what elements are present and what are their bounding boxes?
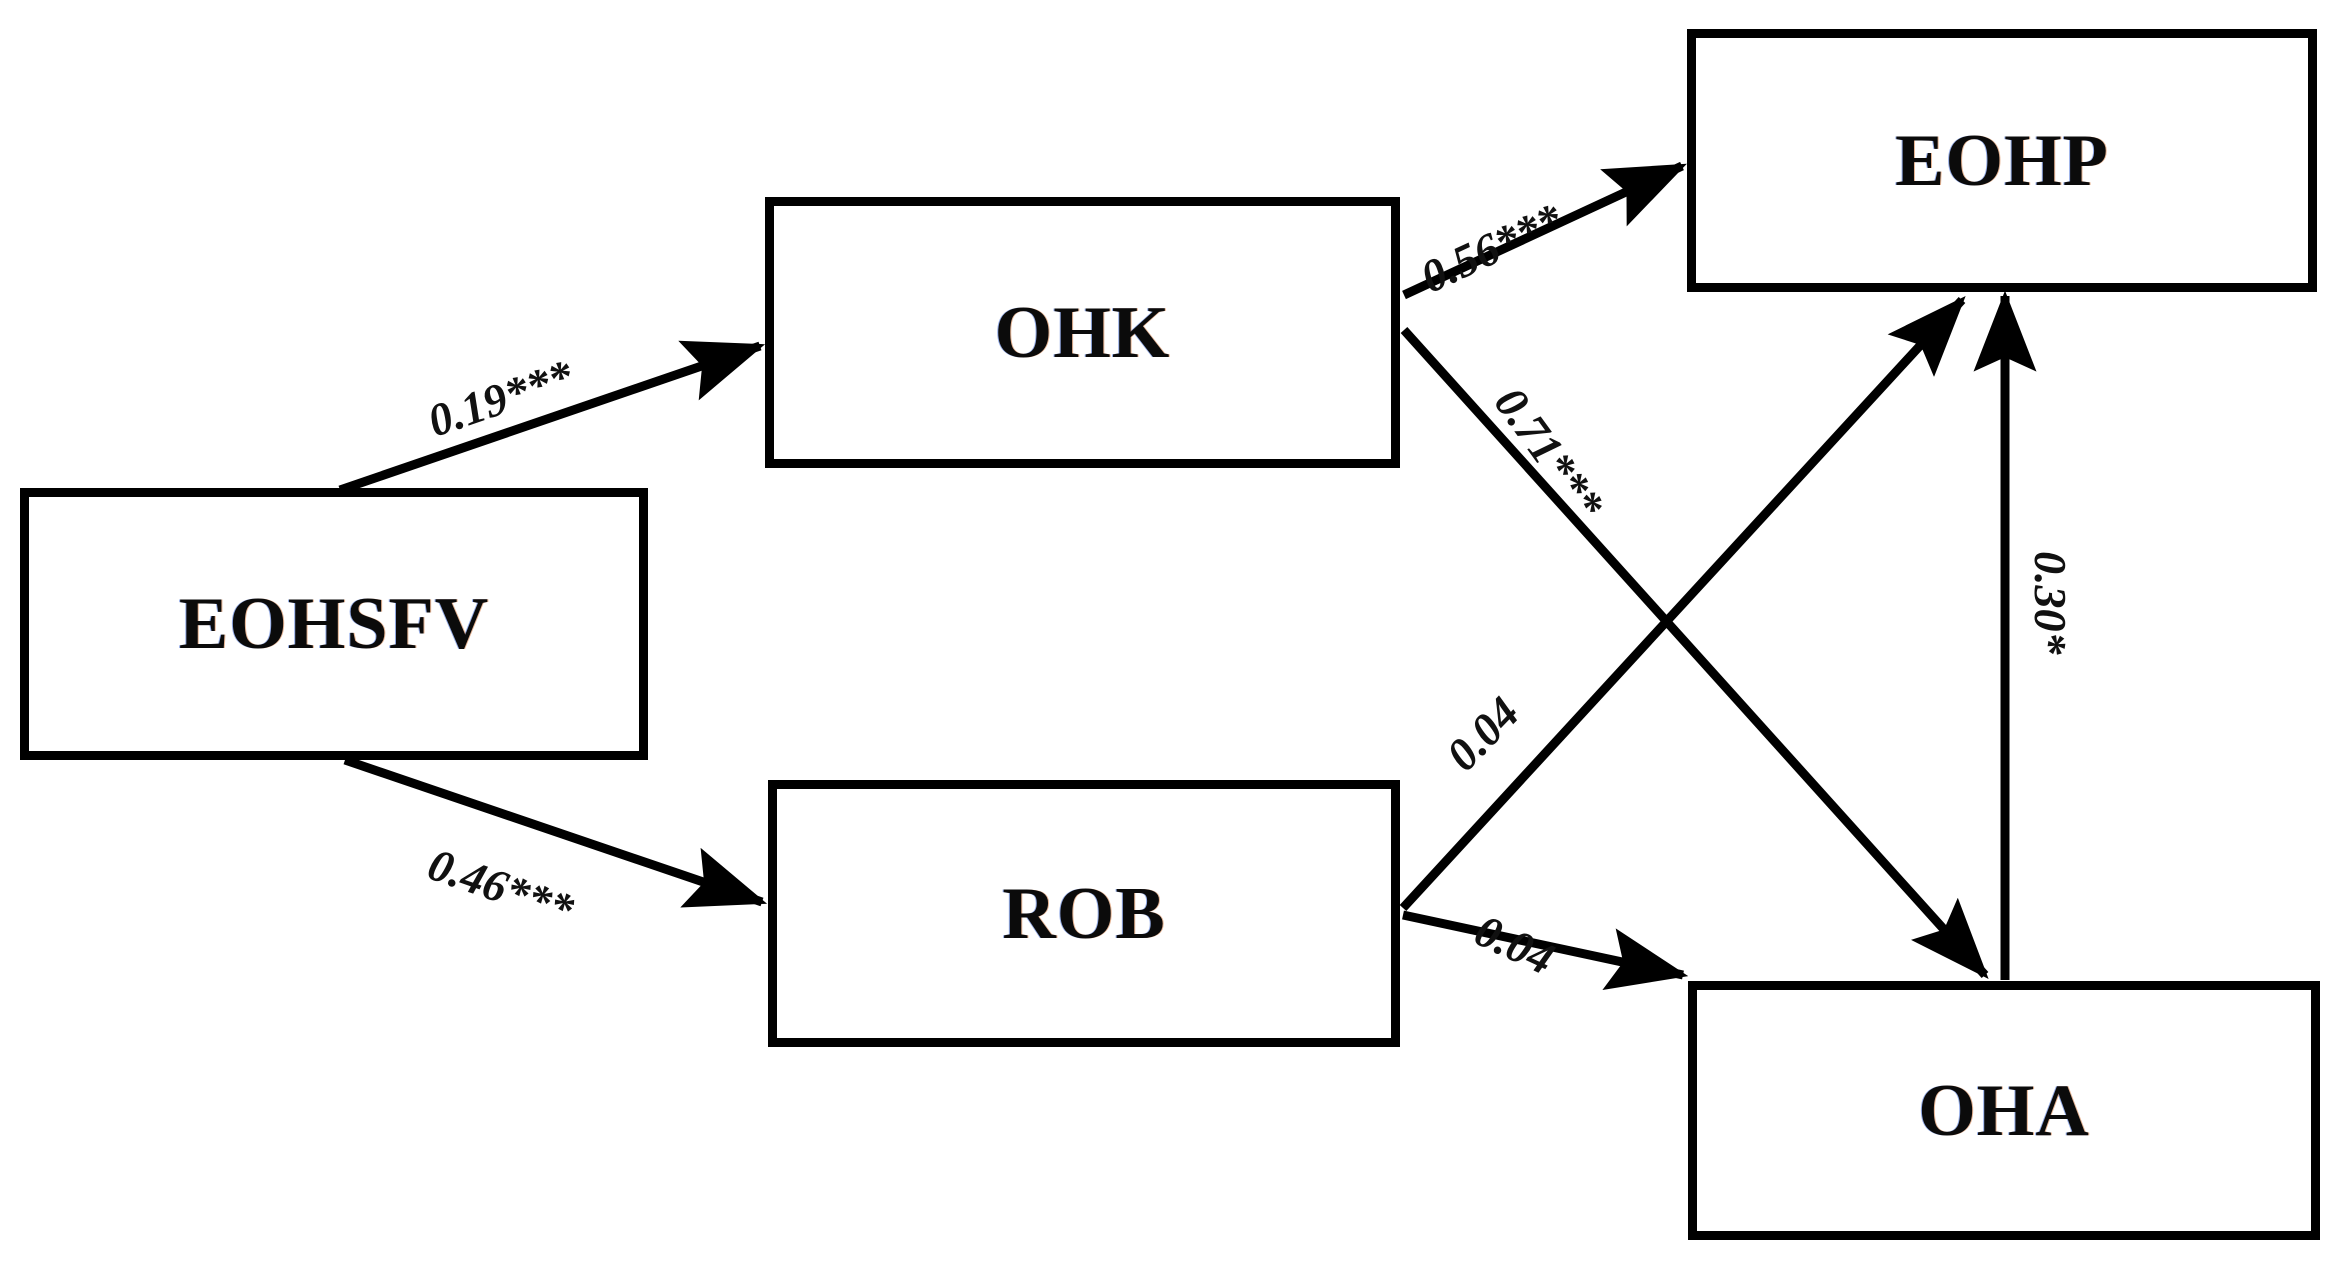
- edge-line-ohk-oha: [1400, 326, 1989, 980]
- node-box-eohsfv: EOHSFV: [20, 488, 648, 760]
- edge-line-eohsfv-ohk: [338, 340, 766, 495]
- node-box-rob: ROB: [768, 780, 1400, 1047]
- node-label-eohp: EOHP: [1895, 119, 2109, 202]
- edge-line-rob-oha: [1402, 910, 1689, 990]
- node-box-ohk: OHK: [765, 197, 1400, 468]
- node-label-eohsfv: EOHSFV: [178, 583, 490, 665]
- edge-line-rob-eohp: [1399, 296, 1966, 912]
- edge-line-eohsfv-rob: [343, 755, 768, 908]
- node-box-oha: OHA: [1688, 981, 2320, 1240]
- edge-line-ohk-eohp: [1402, 161, 1687, 300]
- node-label-rob: ROB: [1002, 872, 1166, 955]
- node-label-ohk: OHK: [994, 291, 1171, 374]
- node-box-eohp: EOHP: [1687, 29, 2317, 292]
- edge-label-oha-eohp: 0.30*: [2025, 551, 2076, 655]
- node-label-oha: OHA: [1918, 1069, 2090, 1152]
